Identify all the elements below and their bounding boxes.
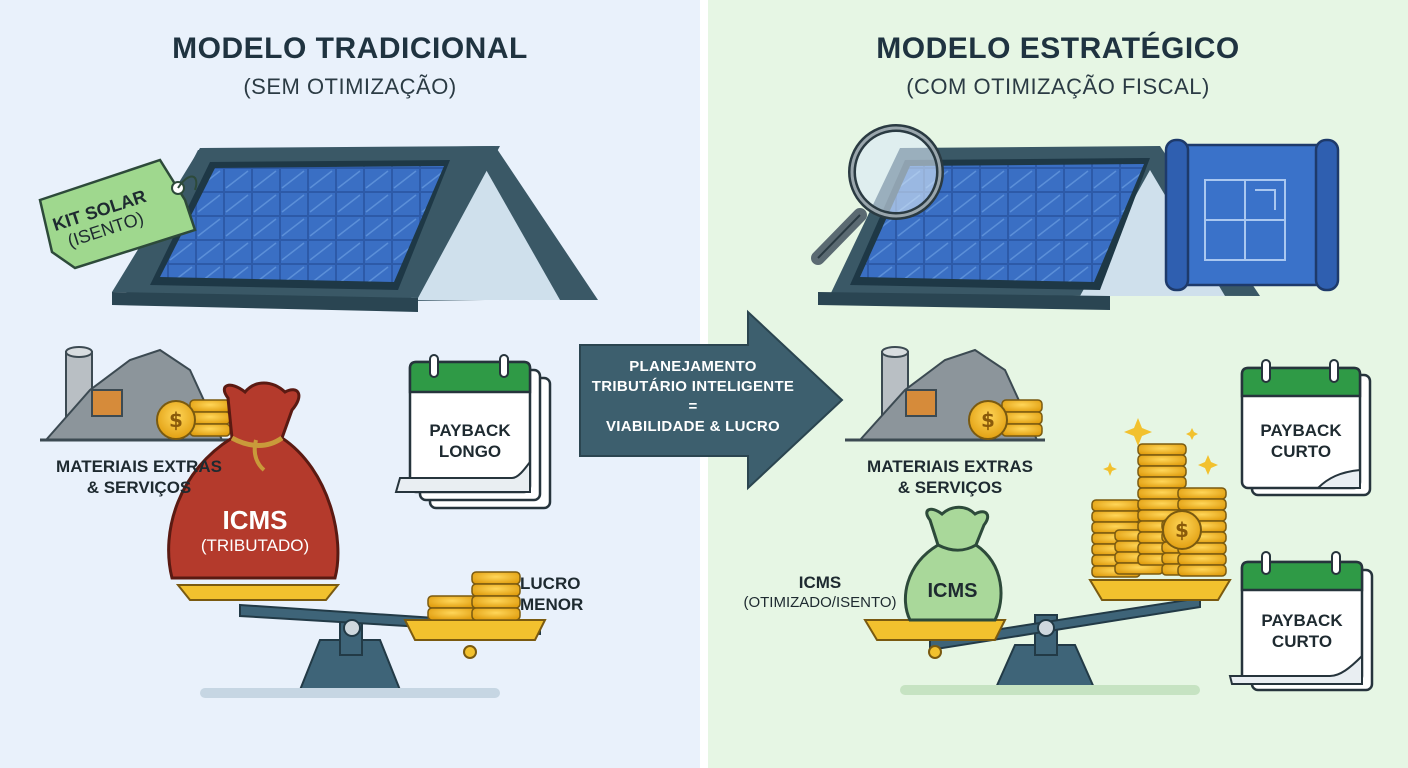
right-materials-label: MATERIAIS EXTRAS & SERVIÇOS — [855, 456, 1045, 498]
strategy-arrow — [579, 309, 844, 491]
left-materials-line-2: & SERVIÇOS — [86, 478, 192, 497]
left-profit-label: LUCRO MENOR — [520, 573, 610, 615]
right-calendar-2-line-1: PAYBACK — [1261, 611, 1343, 630]
sparkle-icons — [1103, 418, 1218, 476]
red-bag-line-1: ICMS — [222, 505, 288, 535]
right-profit-coins: $ — [1091, 443, 1227, 578]
right-icms-label: ICMS (OTIMIZADO/ISENTO) — [735, 573, 905, 613]
red-bag-line-2: (TRIBUTADO) — [200, 536, 310, 555]
svg-text:$: $ — [981, 408, 995, 432]
right-calendar-1 — [1240, 359, 1372, 497]
right-icms-line-2: (OTIMIZADO/ISENTO) — [743, 594, 897, 611]
right-calendar-1-line-2: CURTO — [1270, 442, 1332, 461]
coin — [1177, 498, 1227, 511]
left-profit-coins — [427, 571, 521, 621]
kit-solar-tag — [38, 158, 198, 270]
left-materials-label: MATERIAIS EXTRAS & SERVIÇOS — [44, 456, 234, 498]
left-subtitle: (SEM OTIMIZAÇÃO) — [243, 74, 457, 99]
right-calendar-2 — [1228, 551, 1374, 692]
left-materials-line-1: MATERIAIS EXTRAS — [56, 457, 222, 476]
left-solar-panel — [160, 166, 444, 282]
svg-text:$: $ — [169, 408, 183, 432]
left-title: MODELO TRADICIONAL — [172, 32, 528, 65]
arrow-line-1: PLANEJAMENTO — [629, 358, 757, 375]
arrow-line-2: TRIBUTÁRIO INTELIGENTE — [591, 378, 795, 395]
right-calendar-2-line-2: CURTO — [1271, 632, 1333, 651]
right-calendar-1-text: PAYBACK CURTO — [1242, 420, 1360, 462]
blueprint-icon — [1164, 138, 1340, 292]
coin — [1137, 454, 1187, 467]
right-materials-line-1: MATERIAIS EXTRAS — [867, 457, 1033, 476]
right-title: MODELO ESTRATÉGICO — [876, 32, 1240, 65]
right-subtitle: (COM OTIMIZAÇÃO FISCAL) — [906, 74, 1210, 99]
coin — [1177, 487, 1227, 500]
arrow-line-3: = — [688, 398, 698, 415]
dollar-sign-icon: $ — [1175, 518, 1189, 542]
left-calendar-line-1: PAYBACK — [429, 421, 511, 440]
coin — [1091, 499, 1141, 512]
coin — [1177, 553, 1227, 566]
left-materials-coins: $ — [156, 399, 231, 440]
green-icms-bag — [903, 505, 1003, 622]
arrow-line-4: VIABILIDADE & LUCRO — [605, 418, 781, 435]
right-calendar-1-line-1: PAYBACK — [1260, 421, 1342, 440]
profit-line-2: MENOR — [520, 595, 584, 614]
left-scale — [175, 584, 547, 698]
coin — [1137, 443, 1187, 456]
coin — [1137, 465, 1187, 478]
profit-line-1: LUCRO — [520, 574, 581, 593]
coin — [1137, 476, 1187, 489]
left-calendar-line-2: LONGO — [438, 442, 502, 461]
arrow-text: PLANEJAMENTO TRIBUTÁRIO INTELIGENTE = VI… — [584, 357, 802, 437]
coin — [1177, 564, 1227, 577]
left-calendar — [394, 354, 552, 510]
left-house-roof — [112, 146, 598, 312]
right-materials-line-2: & SERVIÇOS — [897, 478, 1003, 497]
right-icms-line-1: ICMS — [798, 573, 842, 592]
right-scale — [863, 579, 1232, 695]
magnifier-icon — [811, 124, 944, 265]
right-calendar-2-text: PAYBACK CURTO — [1242, 610, 1362, 652]
red-icms-bag — [167, 381, 340, 580]
left-calendar-text: PAYBACK LONGO — [410, 420, 530, 462]
right-materials-coins: $ — [968, 399, 1043, 440]
red-bag-text: ICMS (TRIBUTADO) — [180, 505, 330, 557]
dollar-coin-icon — [1162, 510, 1202, 550]
green-bag-text: ICMS — [927, 580, 978, 602]
coin — [1091, 510, 1141, 523]
